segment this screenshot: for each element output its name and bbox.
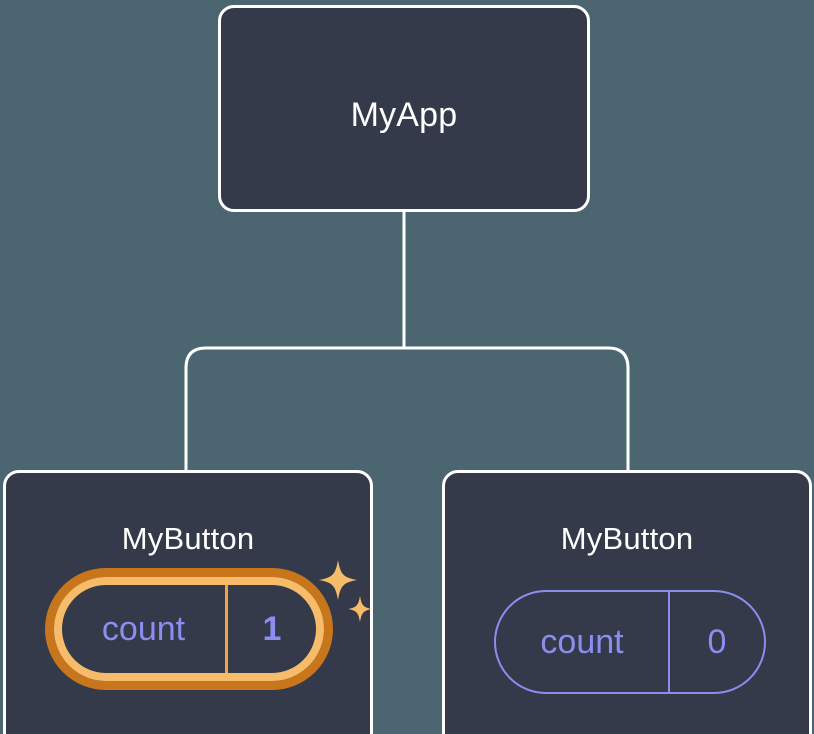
node-mybutton-right-title: MyButton [560, 521, 694, 556]
state-pill-value: 1 [262, 609, 282, 648]
state-pill-label: count [496, 592, 670, 692]
node-myapp[interactable]: MyApp [218, 5, 590, 212]
connector-branch-bracket [184, 346, 630, 470]
state-pill-value: 0 [707, 622, 727, 661]
state-pill-count-highlighted[interactable]: count 1 [45, 568, 333, 690]
state-pill-inner-ring: count 1 [54, 577, 324, 681]
state-pill-label: count [62, 585, 228, 673]
node-mybutton-left-title: MyButton [121, 521, 255, 556]
node-myapp-title: MyApp [350, 96, 458, 134]
state-pill-count-plain[interactable]: count 0 [494, 590, 766, 694]
